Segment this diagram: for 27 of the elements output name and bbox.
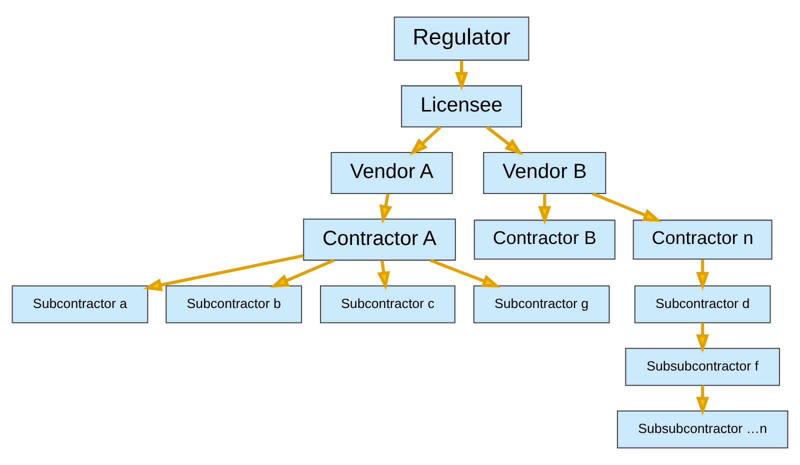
arrow bbox=[696, 259, 710, 290]
arrow bbox=[377, 260, 390, 290]
node-box: Subcontractor c bbox=[320, 285, 456, 324]
arrow bbox=[379, 193, 392, 224]
arrow bbox=[143, 254, 304, 292]
node-box: Vendor A bbox=[330, 152, 453, 194]
node-box: Regulator bbox=[394, 16, 530, 61]
node-box: Subcontractor a bbox=[12, 285, 148, 324]
node-box: Contractor n bbox=[632, 220, 772, 260]
arrow bbox=[430, 258, 501, 288]
node-box: Subsubcontractor …n bbox=[616, 410, 788, 448]
arrow bbox=[538, 194, 552, 225]
arrow bbox=[696, 385, 710, 416]
node-box: Subcontractor g bbox=[473, 285, 610, 324]
arrow bbox=[592, 192, 662, 222]
node-box: Contractor B bbox=[474, 220, 616, 260]
arrow bbox=[270, 258, 334, 288]
node-box: Subcontractor d bbox=[634, 285, 771, 324]
node-box: Licensee bbox=[401, 85, 522, 128]
arrow bbox=[455, 60, 468, 90]
arrow bbox=[486, 126, 524, 156]
node-box: Subcontractor b bbox=[166, 285, 302, 324]
arrow bbox=[410, 126, 442, 156]
arrow bbox=[696, 322, 710, 353]
node-box: Vendor B bbox=[483, 152, 606, 194]
node-box: Contractor A bbox=[303, 218, 456, 261]
node-box: Subsubcontractor f bbox=[625, 348, 780, 386]
